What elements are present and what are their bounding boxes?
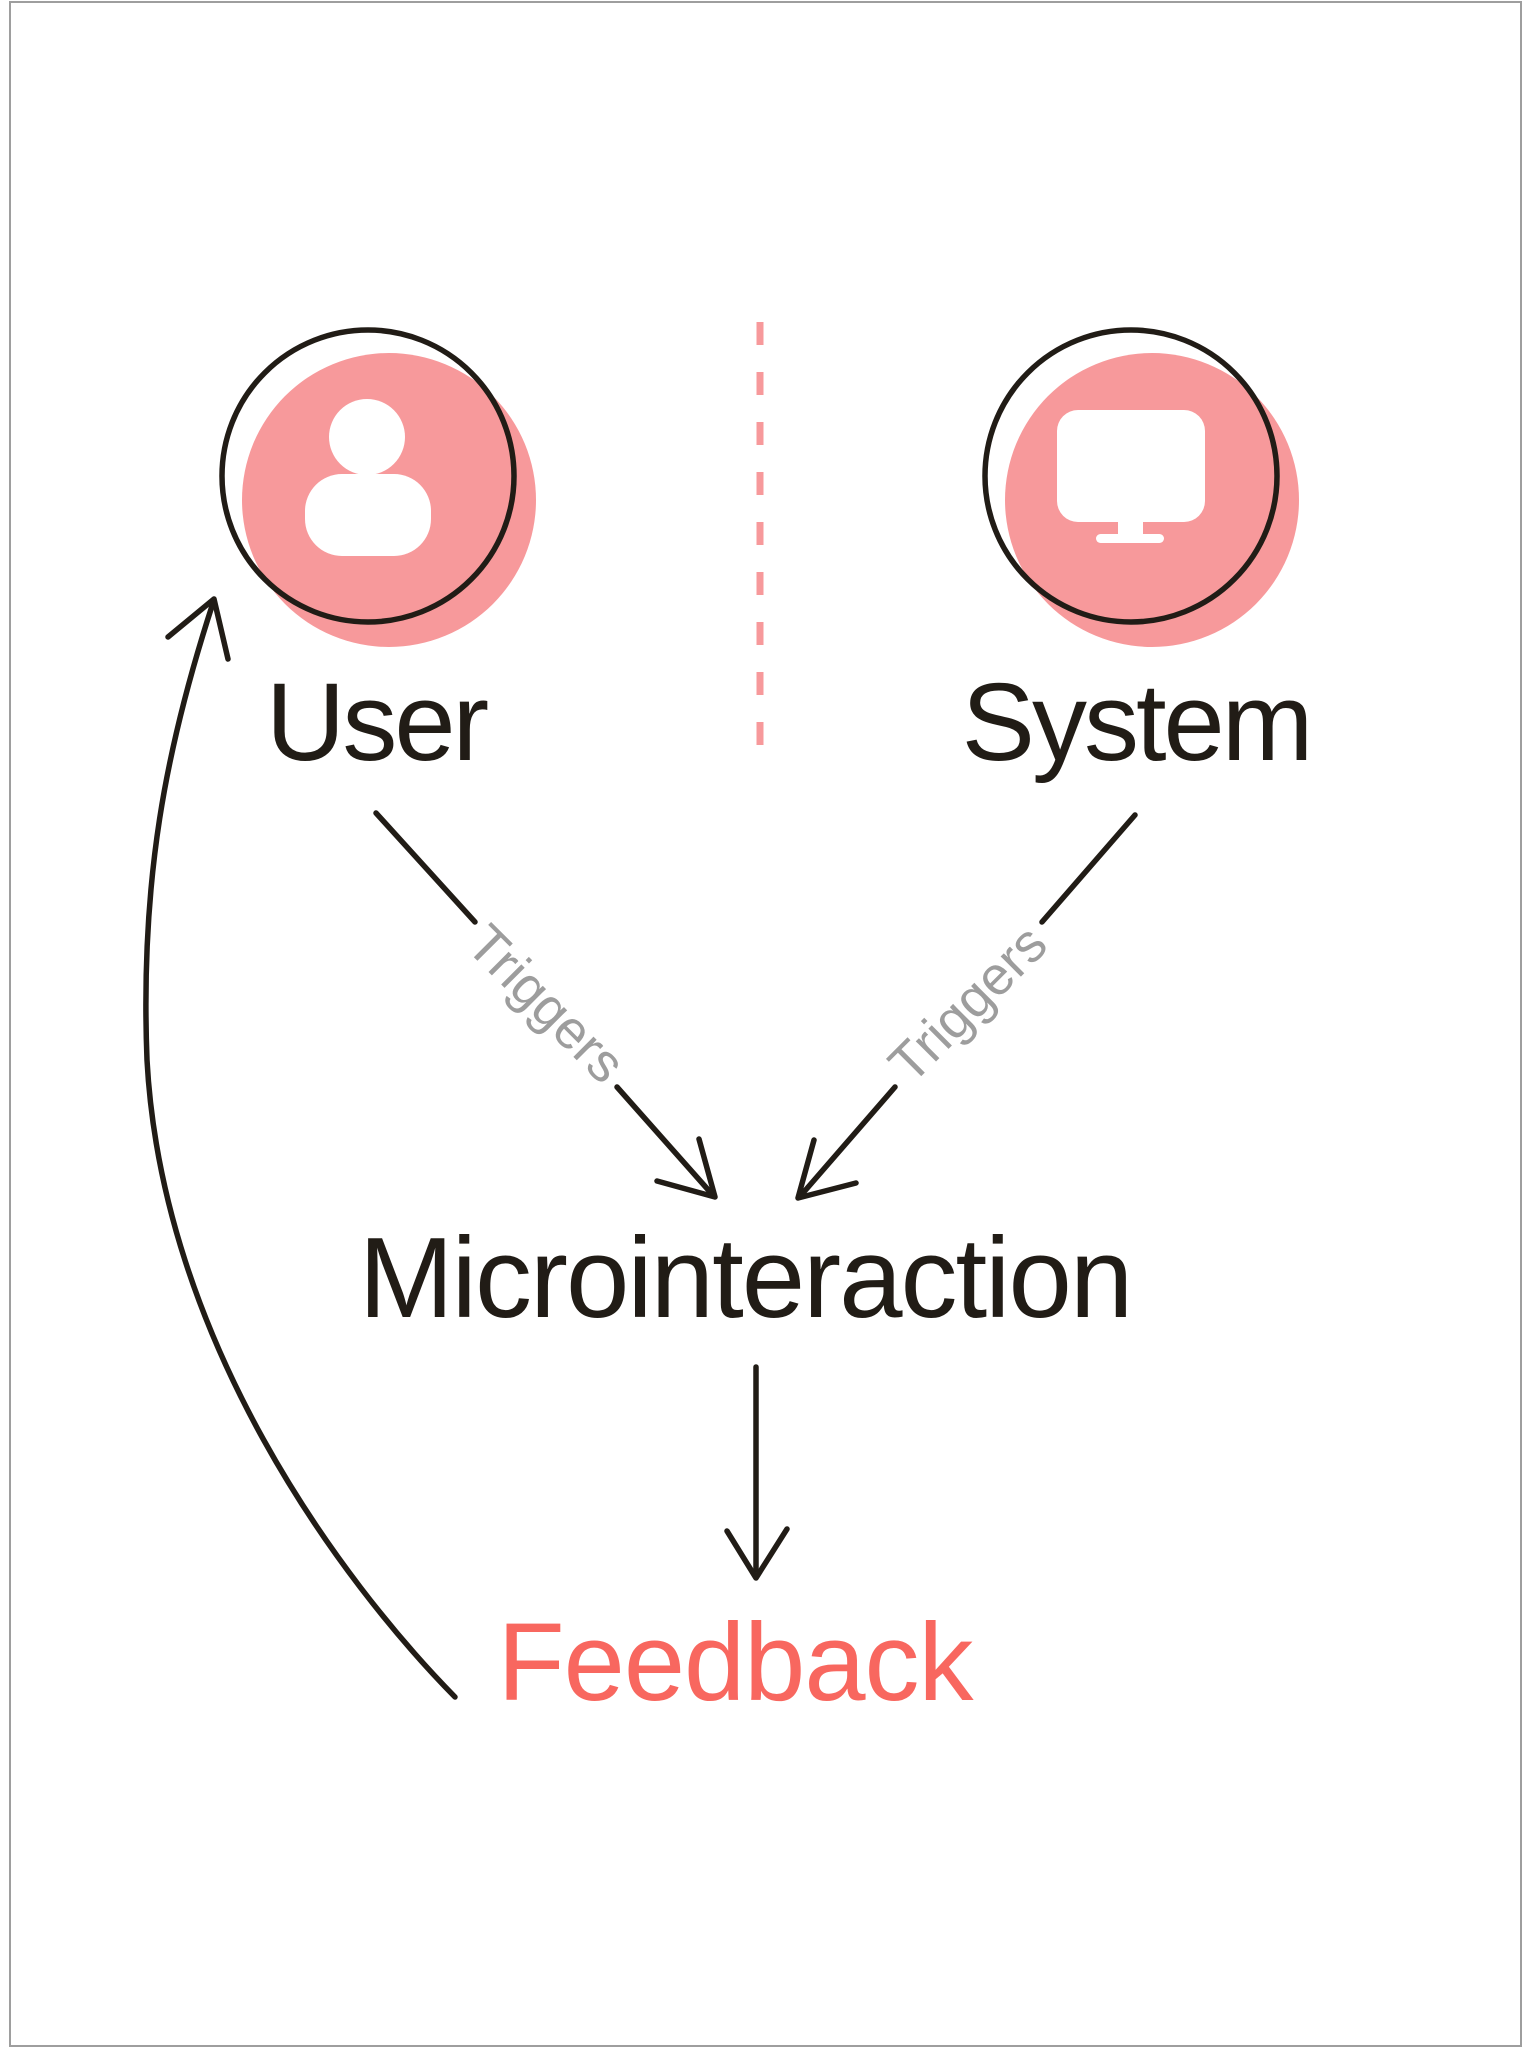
edge-system-line-lower <box>800 1084 898 1196</box>
edge-system-arrowhead <box>795 1137 859 1201</box>
monitor-icon <box>1057 410 1205 543</box>
user-icon <box>305 399 431 556</box>
edge-feedback-to-user-loop <box>143 596 458 1700</box>
edge-user-to-microinteraction <box>373 810 718 1200</box>
microinteraction-label: Microinteraction <box>358 1215 1134 1342</box>
edge-micro-to-feedback <box>724 1364 790 1581</box>
user-label: User <box>265 661 489 784</box>
monitor-icon-screen <box>1057 410 1205 522</box>
system-node <box>982 327 1299 647</box>
user-node <box>219 327 536 647</box>
edge-user-line-upper <box>373 810 478 925</box>
edge-loop-arrowhead <box>165 596 231 662</box>
monitor-icon-base <box>1096 534 1164 543</box>
user-icon-head <box>329 399 405 475</box>
edge-system-line-upper <box>1039 812 1138 925</box>
edge-micro-arrowhead <box>724 1526 790 1581</box>
edge-system-to-microinteraction <box>795 812 1138 1201</box>
edge-user-line-lower <box>614 1084 714 1196</box>
feedback-label: Feedback <box>497 1601 973 1724</box>
monitor-icon-stand <box>1118 520 1143 538</box>
system-node-outline <box>982 327 1280 625</box>
edge-loop-curve <box>143 603 458 1700</box>
system-label: System <box>961 661 1314 784</box>
edge-user-arrowhead <box>654 1136 718 1200</box>
user-node-outline <box>219 327 517 625</box>
user-icon-body <box>305 474 431 556</box>
